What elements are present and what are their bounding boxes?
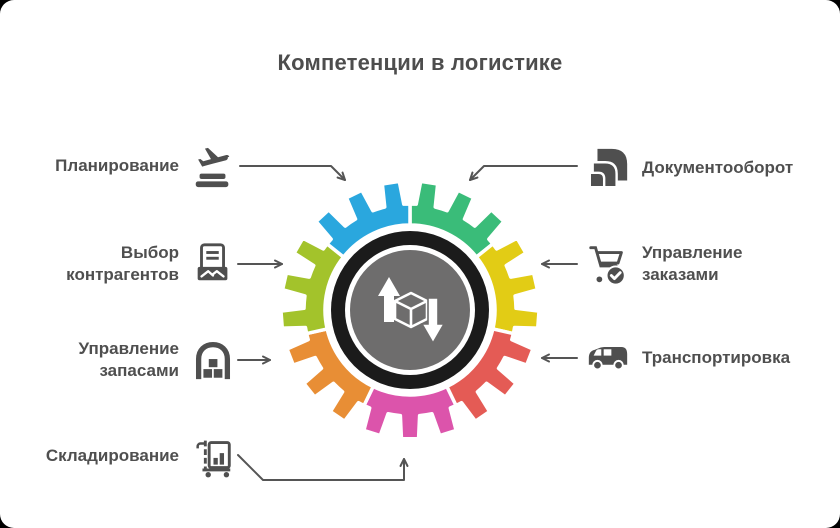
gear-hub bbox=[331, 231, 489, 389]
delivery-van-icon bbox=[585, 335, 631, 381]
trolley-boxes-icon bbox=[190, 433, 236, 479]
label-contractors-line2: контрагентов bbox=[66, 265, 179, 284]
box-transfer-icon bbox=[378, 277, 446, 345]
gear-segment-transport bbox=[445, 327, 535, 423]
connector-warehousing bbox=[237, 454, 409, 481]
label-documents-text: Документооборот bbox=[642, 158, 794, 177]
label-documents: Документооборот bbox=[585, 144, 793, 192]
label-inventory-line2: запасами bbox=[99, 361, 179, 380]
gear-segment-contractors bbox=[279, 236, 346, 336]
label-contractors: Выбор контрагентов bbox=[12, 240, 236, 288]
page-title: Компетенции в логистике bbox=[277, 50, 563, 75]
label-planning: Планирование bbox=[12, 142, 236, 190]
label-planning-text: Планирование bbox=[55, 156, 179, 175]
label-contractors-line1: Выбор bbox=[120, 243, 179, 262]
gear-segment-warehousing bbox=[362, 384, 458, 441]
documents-stack-icon bbox=[585, 145, 631, 191]
gear-segment-documents bbox=[408, 179, 506, 259]
gear-segment-orders bbox=[474, 236, 541, 336]
label-inventory: Управление запасами bbox=[12, 336, 236, 384]
warehouse-icon bbox=[190, 337, 236, 383]
label-orders-line2: заказами bbox=[642, 265, 719, 284]
label-inventory-line1: Управление bbox=[78, 339, 179, 358]
label-warehousing: Складирование bbox=[12, 432, 236, 480]
gear-segment-inventory bbox=[285, 327, 375, 423]
label-orders: Управление заказами bbox=[585, 240, 742, 288]
label-orders-line1: Управление bbox=[642, 243, 743, 262]
contract-handshake-icon bbox=[190, 241, 236, 287]
label-warehousing-text: Складирование bbox=[45, 446, 179, 465]
gear-diagram bbox=[279, 179, 541, 441]
plane-takeoff-icon bbox=[190, 143, 236, 189]
cart-check-icon bbox=[585, 241, 631, 287]
label-transport-text: Транспортировка bbox=[642, 348, 791, 367]
gear-segment-planning bbox=[314, 179, 412, 259]
gear-segments bbox=[279, 179, 541, 441]
label-transport: Транспортировка bbox=[585, 334, 790, 382]
